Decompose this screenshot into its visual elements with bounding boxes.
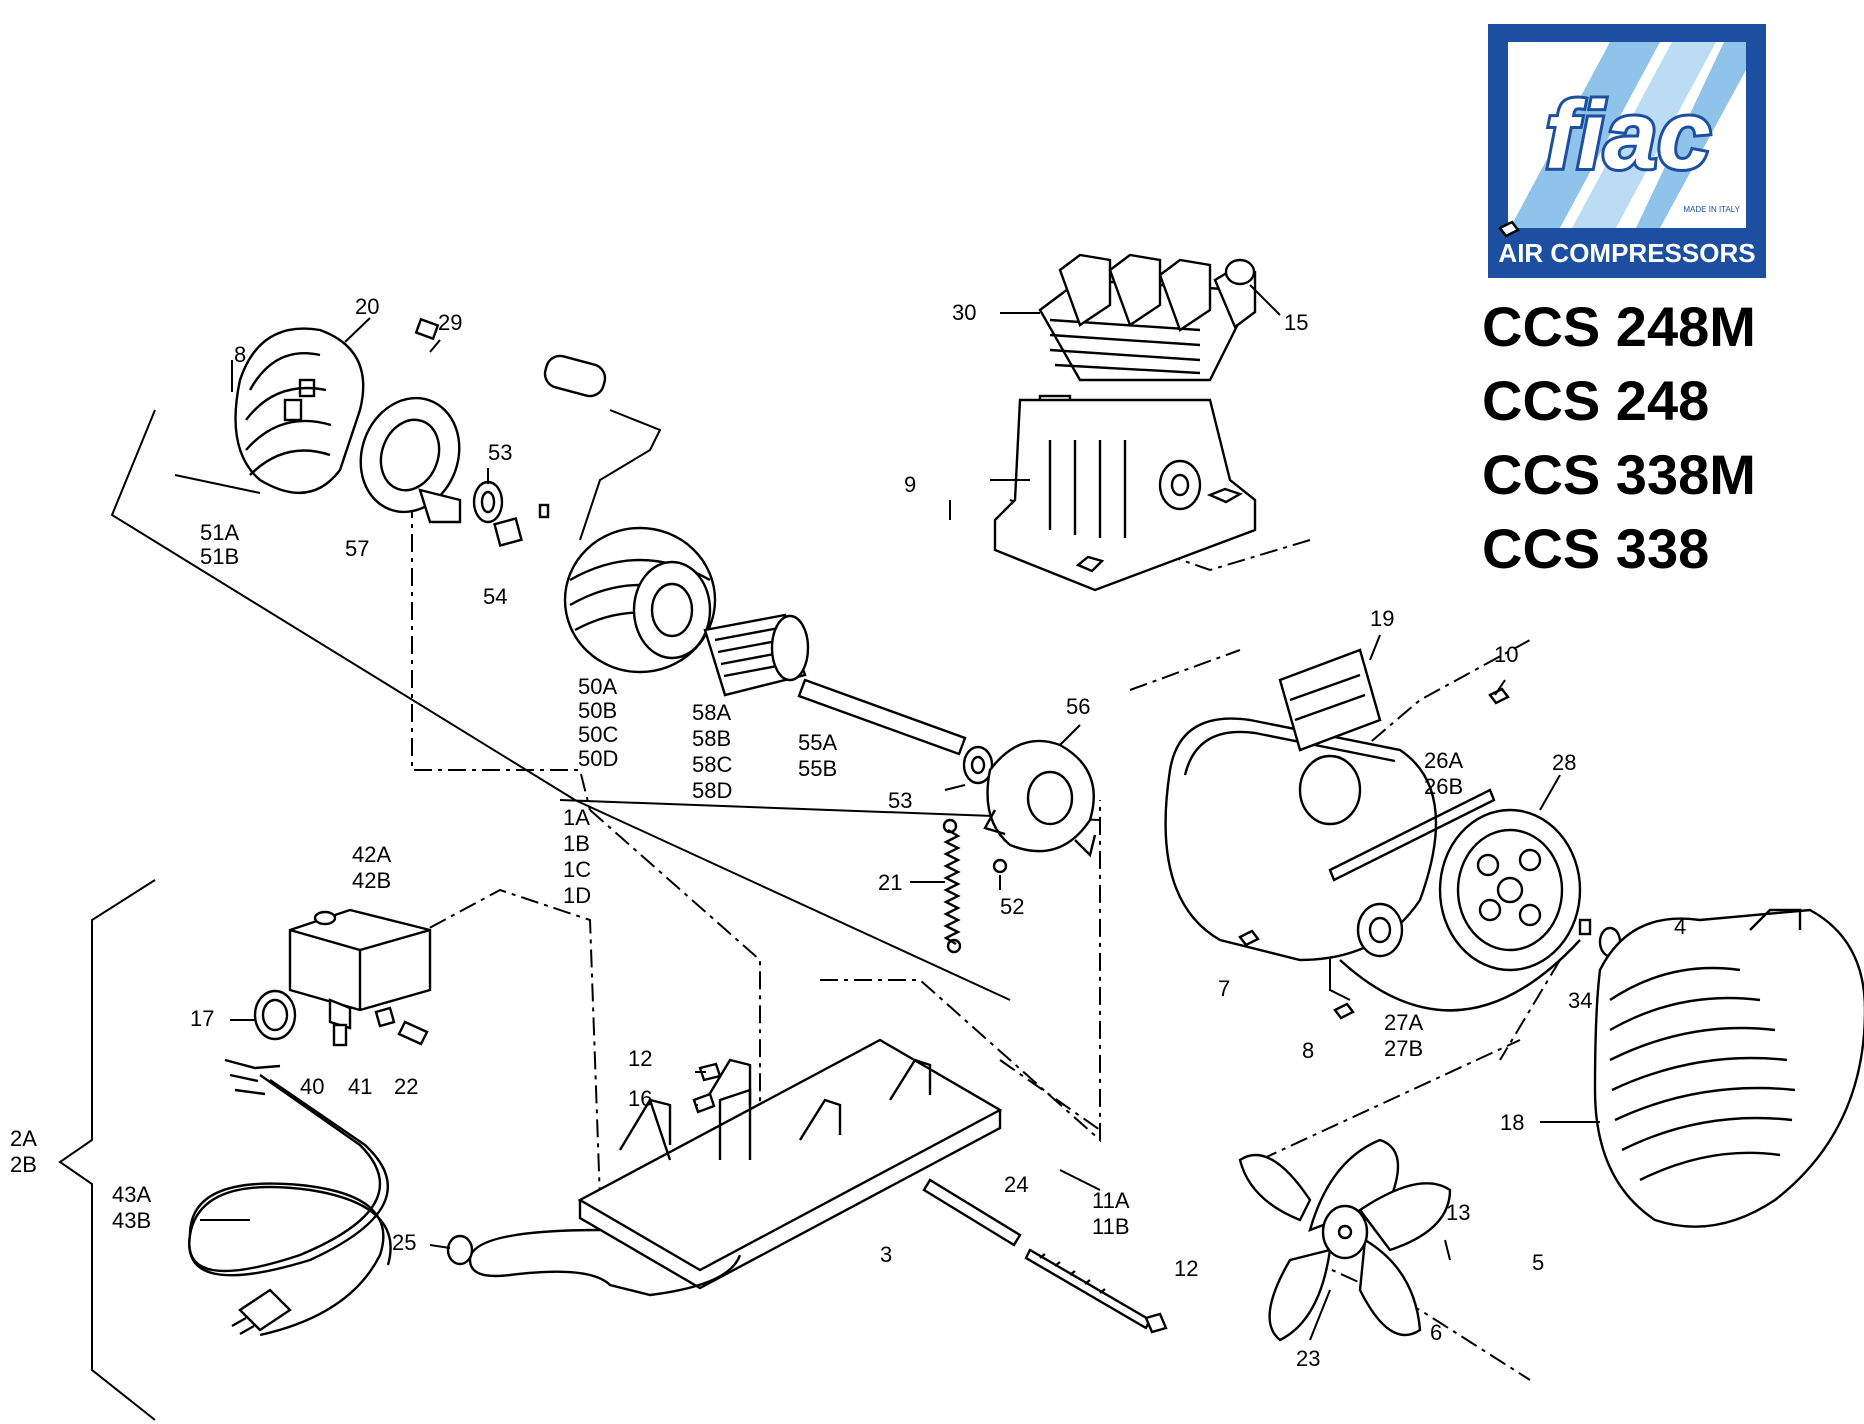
model-name: CCS 338M: [1482, 443, 1756, 506]
pulley-part: [1339, 808, 1582, 1012]
model-name: CCS 338: [1482, 517, 1709, 580]
callout-5: 5: [1532, 1250, 1544, 1275]
callout-25: 25: [392, 1230, 416, 1255]
flywheel-cover-part: [1593, 908, 1864, 1228]
spring-part: [942, 818, 1008, 954]
callout-58c: 58C: [692, 752, 732, 777]
made-in-label: MADE IN ITALY: [1683, 205, 1740, 214]
callout-9: 9: [904, 472, 916, 497]
callout-13: 13: [1446, 1200, 1470, 1225]
motor-end-cap-part: [983, 739, 1097, 858]
callout-11a: 11A: [1092, 1188, 1130, 1213]
pressure-switch-part: [253, 908, 432, 1047]
callout-2a: 2A: [10, 1126, 37, 1151]
callout-57: 57: [345, 536, 369, 561]
base-frame-part: [446, 1038, 1003, 1297]
callout-55a: 55A: [798, 730, 837, 755]
callout-28: 28: [1552, 750, 1576, 775]
model-name: CCS 248M: [1482, 295, 1756, 358]
motor-pulley-part: [1356, 902, 1404, 958]
callout-8b: 8: [1302, 1038, 1314, 1063]
callout-23: 23: [1296, 1346, 1320, 1371]
model-list: CCS 248M CCS 248 CCS 338M CCS 338: [1482, 295, 1756, 580]
motor-shaft-part: [797, 678, 994, 785]
callout-24: 24: [1004, 1172, 1028, 1197]
callout-11b: 11B: [1092, 1214, 1130, 1239]
callout-50b: 50B: [578, 698, 617, 723]
callout-22: 22: [394, 1074, 418, 1099]
brand-tagline: AIR COMPRESSORS: [1498, 238, 1755, 268]
callout-10: 10: [1494, 642, 1518, 667]
callout-58d: 58D: [692, 778, 732, 803]
callout-6: 6: [1430, 1320, 1442, 1345]
callout-40: 40: [300, 1074, 324, 1099]
callout-17: 17: [190, 1006, 214, 1031]
callout-53b: 53: [888, 788, 912, 813]
callout-55b: 55B: [798, 756, 837, 781]
callout-26a: 26A: [1424, 748, 1463, 773]
callout-53: 53: [488, 440, 512, 465]
callout-41: 41: [348, 1074, 372, 1099]
motor-rotor-part: [703, 613, 810, 697]
callout-20: 20: [355, 294, 379, 319]
callout-29: 29: [438, 310, 462, 335]
callout-30: 30: [952, 300, 976, 325]
callout-2b: 2B: [10, 1152, 37, 1177]
callout-56: 56: [1066, 694, 1090, 719]
callout-3: 3: [880, 1242, 892, 1267]
motor-stator-part: [543, 354, 717, 674]
callout-27b: 27B: [1384, 1036, 1423, 1061]
callout-34: 34: [1568, 988, 1592, 1013]
bearing-part: [174, 474, 550, 547]
callout-42b: 42B: [352, 868, 391, 893]
callout-labels: 20 29 8 53 51A 51B 57 54 50A 50B 50C 50D…: [10, 294, 1686, 1371]
callout-54: 54: [483, 584, 507, 609]
callout-50a: 50A: [578, 674, 617, 699]
callout-50c: 50C: [578, 722, 618, 747]
callout-19: 19: [1370, 606, 1394, 631]
power-cord-part: [188, 1058, 392, 1337]
callout-8: 8: [234, 342, 246, 367]
callout-21: 21: [878, 870, 902, 895]
callout-27a: 27A: [1384, 1010, 1423, 1035]
callout-50d: 50D: [578, 746, 618, 771]
callout-1c: 1C: [563, 857, 591, 882]
callout-58a: 58A: [692, 700, 731, 725]
callout-7: 7: [1218, 976, 1230, 1001]
callout-43a: 43A: [112, 1182, 151, 1207]
assembly-lines: [58, 409, 1561, 1421]
callout-52: 52: [1000, 894, 1024, 919]
callout-15: 15: [1284, 310, 1308, 335]
callout-51a: 51A: [200, 520, 239, 545]
model-name: CCS 248: [1482, 369, 1709, 432]
callout-1b: 1B: [563, 831, 590, 856]
rod-and-bolt-parts: [692, 1062, 1168, 1334]
cooling-fan-part: [1238, 1138, 1452, 1342]
pump-body-part: [993, 398, 1257, 592]
callout-51b: 51B: [200, 544, 239, 569]
brand-name: fiac: [1545, 82, 1710, 189]
fiac-logo: fiac MADE IN ITALY AIR COMPRESSORS: [1488, 24, 1766, 278]
callout-42a: 42A: [352, 842, 391, 867]
callout-43b: 43B: [112, 1208, 151, 1233]
drive-belt-part: [1328, 788, 1496, 882]
callout-4: 4: [1674, 914, 1686, 939]
callout-12a: 12: [628, 1046, 652, 1071]
leader-lines: [200, 284, 1600, 1341]
callout-26b: 26B: [1424, 774, 1463, 799]
fan-cover-part: [234, 327, 365, 494]
callout-1d: 1D: [563, 883, 591, 908]
callout-58b: 58B: [692, 726, 731, 751]
belt-guard-part: [1164, 648, 1438, 962]
callout-12b: 12: [1174, 1256, 1198, 1281]
callout-18: 18: [1500, 1110, 1524, 1135]
motor-flange-part: [359, 317, 462, 524]
callout-16: 16: [628, 1086, 652, 1111]
callout-1a: 1A: [563, 805, 590, 830]
